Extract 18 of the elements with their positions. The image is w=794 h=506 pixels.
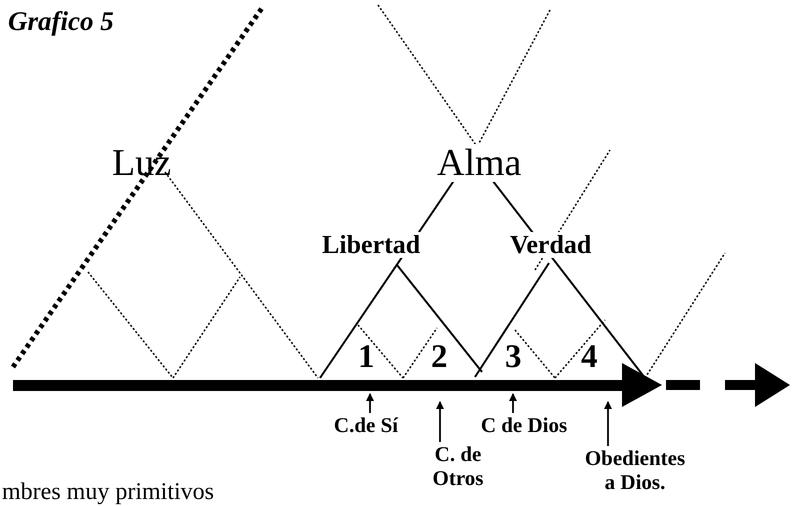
marker-label: C de Dios [458,413,590,438]
title: Grafico 5 [8,8,114,35]
arrow [436,401,444,442]
stage-number: 3 [505,341,522,374]
stage-number: 1 [358,341,374,374]
region-label: Alma [437,144,522,182]
arrow [509,393,517,413]
stage-number: 4 [581,341,598,374]
note-text: mbres muy primitivos [2,480,214,504]
marker-label: C. de Otros [410,442,506,490]
marker-label: Obedientes a Dios. [580,446,690,494]
arrow [604,401,612,446]
region-label: Verdad [510,232,592,258]
region-label: Libertad [322,232,420,258]
region-label: Luz [112,144,172,182]
arrow [366,393,374,413]
marker-label: C.de Sí [313,413,419,438]
stage-number: 2 [431,341,448,374]
